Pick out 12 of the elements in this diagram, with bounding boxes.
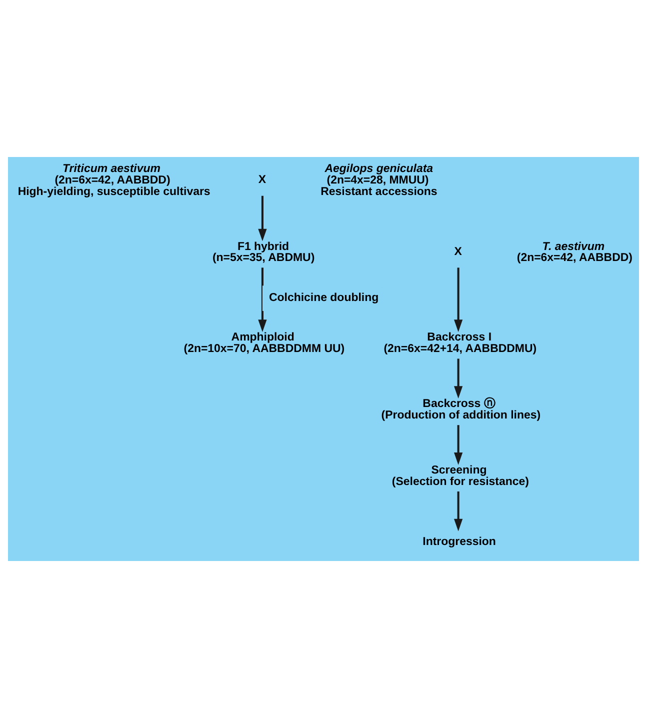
node-text: Screening (Selection for resistance) [392,464,529,488]
node-text: X [258,173,266,186]
node-text: Introgression [422,536,496,548]
edge-label: Colchicine doubling [269,291,379,304]
node-text: X [454,246,462,258]
node-text: Amphiploid (2n=10x=70, AABBDDMM UU) [184,331,345,355]
node-text: Triticum aestivum (2n=6x=42, AABBDD) High-yielding, susceptible cultivars [18,162,210,198]
node-text: Aegilops geniculata (2n=4x=28, MMUU) Resistant accessions [320,162,438,198]
node-text: Backcross I (2n=6x=42+14, AABBDDMU) [384,331,537,355]
node-text: T. aestivum (2n=6x=42, AABBDD) [516,240,632,264]
node-text: F1 hybrid (n=5x=35, ABDMU) [212,240,315,264]
node-text: Backcross ⓝ (Production of addition lines) [381,398,541,422]
